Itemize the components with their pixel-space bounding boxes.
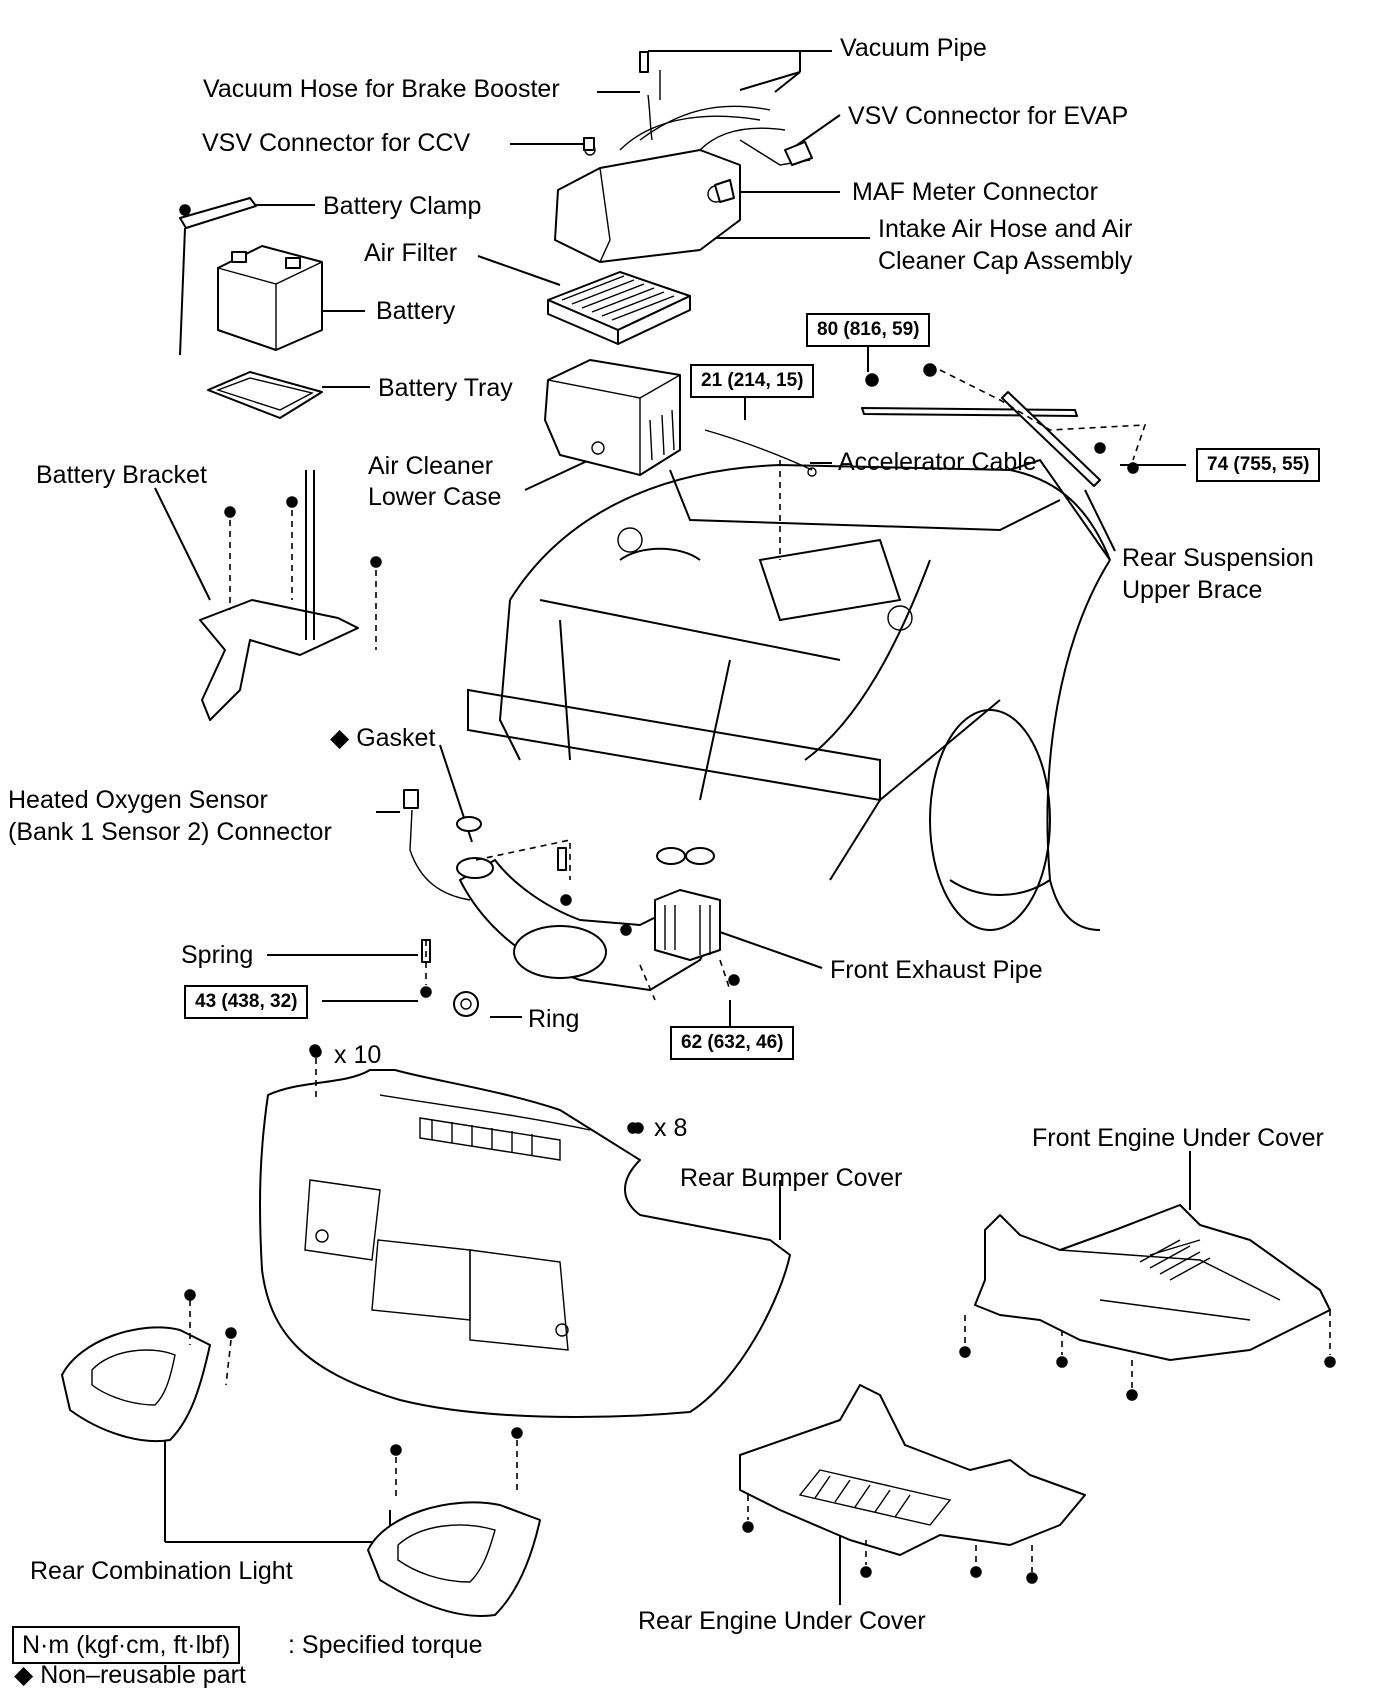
battery-tray [207, 371, 323, 419]
front-engine-under-cover [959, 1204, 1336, 1401]
label-vsv-connector-ccv: VSV Connector for CCV [202, 129, 471, 157]
rear-suspension-upper-brace [861, 363, 1147, 487]
torque-box-62: 62 (632, 46) [670, 1026, 795, 1060]
label-front-exhaust-pipe: Front Exhaust Pipe [830, 956, 1043, 984]
intake-air-hose-assembly [554, 70, 811, 263]
label-ring: Ring [528, 1005, 580, 1033]
label-gasket: Gasket [356, 724, 436, 752]
label-ho2s-line1: Heated Oxygen Sensor [8, 786, 268, 814]
label-spring: Spring [181, 941, 254, 969]
diamond-icon: ◆ [14, 1661, 34, 1689]
diamond-icon: ◆ [330, 724, 350, 752]
label-vsv-connector-evap: VSV Connector for EVAP [848, 102, 1129, 130]
label-battery-tray: Battery Tray [378, 374, 513, 402]
legend-nonreusable-row: ◆ Non–reusable part [14, 1660, 246, 1691]
label-ho2s-line2: (Bank 1 Sensor 2) Connector [8, 818, 332, 846]
label-battery-bracket: Battery Bracket [36, 461, 207, 489]
label-front-engine-under-cover: Front Engine Under Cover [1032, 1124, 1324, 1152]
torque-box-21: 21 (214, 15) [690, 364, 815, 398]
torque-box-80: 80 (816, 59) [806, 313, 931, 347]
label-bolt-count-8: x 8 [654, 1114, 688, 1142]
battery [217, 245, 323, 351]
label-air-filter: Air Filter [364, 239, 458, 267]
label-intake-line2: Cleaner Cap Assembly [878, 247, 1133, 275]
label-vacuum-hose-brake-booster: Vacuum Hose for Brake Booster [203, 75, 560, 103]
label-intake-line1: Intake Air Hose and Air [878, 215, 1133, 243]
air-filter [547, 271, 691, 345]
legend-nonreusable: Non–reusable part [40, 1661, 246, 1689]
label-lower-case-line2: Lower Case [368, 483, 502, 511]
label-lower-case-line1: Air Cleaner [368, 452, 494, 480]
label-rear-bumper-cover: Rear Bumper Cover [680, 1164, 903, 1192]
rear-combination-light-right [367, 1427, 541, 1617]
label-accelerator-cable: Accelerator Cable [838, 448, 1037, 476]
label-rear-suspension-line2: Upper Brace [1122, 576, 1263, 604]
battery-bracket [199, 470, 382, 721]
torque-box-43: 43 (438, 32) [184, 985, 309, 1019]
label-vacuum-pipe: Vacuum Pipe [840, 34, 987, 62]
label-rear-suspension-line1: Rear Suspension [1122, 544, 1314, 572]
battery-clamp [179, 197, 257, 356]
label-battery-clamp: Battery Clamp [323, 192, 482, 220]
front-exhaust-pipe [403, 789, 740, 1017]
label-rear-combination-light: Rear Combination Light [30, 1557, 293, 1585]
label-maf-meter-connector: MAF Meter Connector [852, 178, 1098, 206]
label-gasket-group: ◆ Gasket [330, 723, 435, 754]
connector-parts [309, 51, 813, 1134]
torque-box-74: 74 (755, 55) [1196, 448, 1321, 482]
vehicle-body [467, 458, 1111, 931]
label-battery: Battery [376, 297, 456, 325]
rear-bumper-cover [259, 1046, 791, 1418]
accelerator-cable [704, 429, 817, 560]
label-rear-engine-under-cover: Rear Engine Under Cover [638, 1607, 926, 1635]
rear-combination-light-left [61, 1289, 237, 1442]
legend-specified-torque: : Specified torque [288, 1631, 483, 1659]
air-cleaner-lower-case [544, 359, 681, 476]
label-bolt-count-10: x 10 [334, 1041, 382, 1069]
legend-unit-box: N·m (kgf·cm, ft·lbf) [12, 1626, 241, 1664]
rear-engine-under-cover [739, 1384, 1086, 1584]
